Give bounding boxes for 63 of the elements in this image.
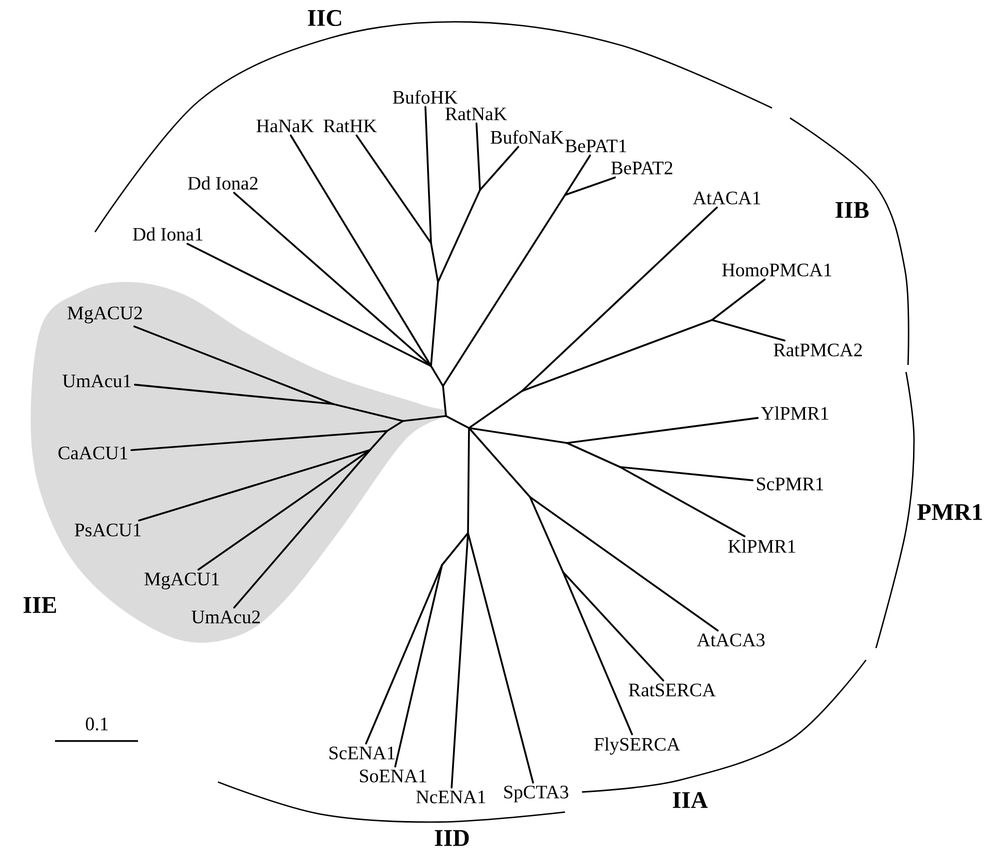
leaf-label: RatHK bbox=[324, 120, 377, 132]
branch-line bbox=[290, 134, 432, 367]
branch-line bbox=[134, 384, 334, 405]
leaf-label: NcENA1 bbox=[416, 790, 486, 804]
leaf-label: BePAT2 bbox=[611, 162, 672, 174]
branch-line bbox=[424, 106, 432, 244]
branch-line bbox=[233, 449, 371, 608]
branch-line bbox=[566, 417, 759, 444]
leaf-label: BufoNaK bbox=[490, 130, 564, 144]
leaf-label: HaNaK bbox=[256, 120, 314, 132]
leaf-label: RatPMCA2 bbox=[774, 344, 862, 356]
leaf-label: RatSERCA bbox=[628, 684, 716, 696]
leaf-label: BePAT1 bbox=[565, 140, 626, 152]
leaf-label: PsACU1 bbox=[74, 524, 141, 536]
clade-label: IID bbox=[434, 830, 469, 846]
leaf-label: FlySERCA bbox=[594, 737, 680, 755]
branch-line bbox=[562, 571, 664, 682]
leaf-label: Dd Iona1 bbox=[132, 227, 202, 241]
clade-label: IIB bbox=[836, 202, 869, 218]
branch-line bbox=[197, 449, 371, 570]
branch-line bbox=[233, 192, 432, 367]
leaf-label: CaACU1 bbox=[58, 446, 128, 460]
branch-line bbox=[130, 430, 388, 452]
branch-line bbox=[564, 154, 591, 196]
branch-line bbox=[619, 466, 754, 482]
branch-line bbox=[521, 206, 718, 392]
clade-label: IIC bbox=[308, 10, 342, 26]
clade-label: IIA bbox=[672, 792, 708, 808]
branch-line bbox=[619, 466, 746, 538]
leaf-label: MgACU2 bbox=[68, 306, 142, 324]
leaf-label: AtACA1 bbox=[692, 192, 760, 204]
branch-line bbox=[529, 496, 719, 632]
branch-line bbox=[133, 326, 334, 405]
branch-line bbox=[365, 564, 443, 744]
branch-line bbox=[356, 134, 432, 244]
branch-line bbox=[711, 278, 766, 321]
leaf-label: SoENA1 bbox=[360, 770, 426, 782]
leaf-label: AtACA3 bbox=[696, 634, 765, 646]
leaf-label: MgACU1 bbox=[144, 572, 219, 590]
leaf-label: ScPMR1 bbox=[757, 478, 824, 490]
leaf-label: ScENA1 bbox=[330, 746, 395, 760]
branch-line bbox=[394, 564, 443, 768]
leaf-label: UmAcu1 bbox=[62, 374, 131, 388]
leaf-label: HomoPMCA1 bbox=[722, 264, 832, 276]
branch-line bbox=[562, 571, 633, 736]
clade-label: PMR1 bbox=[917, 504, 982, 520]
branch-line bbox=[564, 176, 616, 196]
branch-line bbox=[711, 319, 786, 342]
leaf-label: KlPMR1 bbox=[728, 539, 796, 553]
leaf-label: SpCTA3 bbox=[504, 786, 568, 802]
branch-line bbox=[450, 532, 469, 788]
branch-line bbox=[476, 122, 481, 191]
leaf-label: RatNaK bbox=[445, 108, 507, 120]
scale-label: 0.1 bbox=[86, 718, 108, 730]
clade-label: IIE bbox=[24, 597, 56, 613]
leaf-label: YlPMR1 bbox=[760, 406, 828, 420]
leaf-label: BufoHK bbox=[392, 90, 458, 104]
branch-line bbox=[138, 449, 371, 522]
branch-line bbox=[467, 532, 534, 784]
branch-line bbox=[186, 242, 432, 367]
branch-line bbox=[479, 146, 520, 191]
leaf-label: UmAcu2 bbox=[192, 610, 260, 624]
leaf-label: Dd Iona2 bbox=[188, 176, 258, 190]
